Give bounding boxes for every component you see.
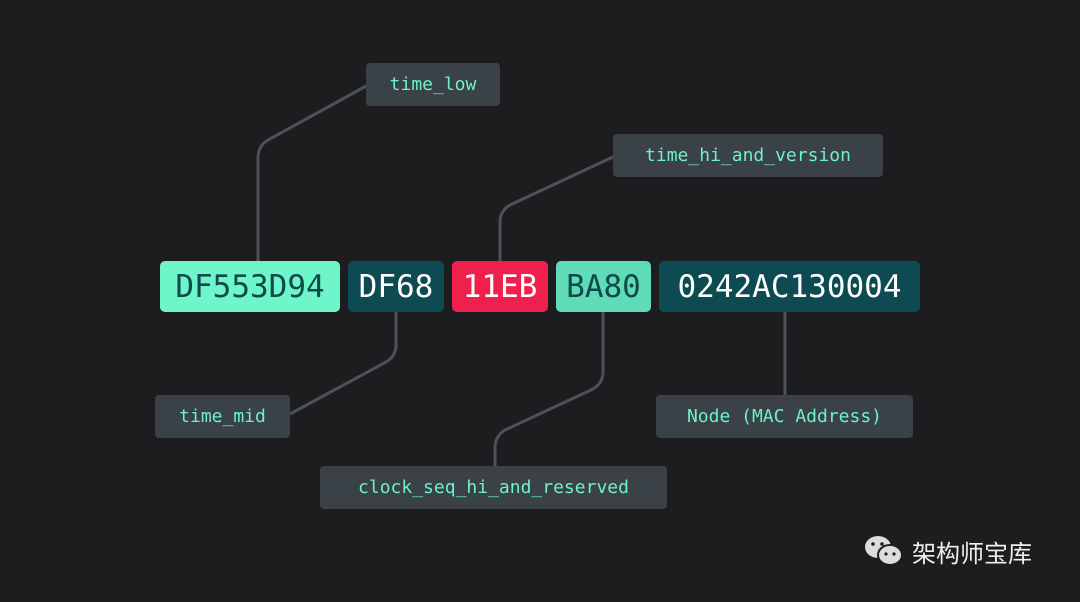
label-time-mid: time_mid [155,395,290,438]
connector-time-hi [498,154,616,261]
segment-text: DF68 [358,268,434,305]
wechat-icon [865,536,903,566]
connector-time-low [256,83,369,261]
segment-time-hi: 11EB [452,261,548,312]
label-time-low: time_low [366,63,500,106]
segment-text: 0242AC130004 [677,268,902,305]
segment-text: DF553D94 [175,268,325,305]
segment-text: 11EB [462,268,538,305]
segment-clock-seq: BA80 [556,261,651,312]
segment-time-mid: DF68 [348,261,444,312]
watermark-text: 架构师宝库 [912,539,1032,568]
segment-time-low: DF553D94 [160,261,340,312]
segment-text: BA80 [566,268,641,305]
watermark: 架构师宝库 [862,533,1032,569]
label-clock-seq: clock_seq_hi_and_reserved [320,466,667,509]
segment-node: 0242AC130004 [659,261,920,312]
connector-clock-seq [493,312,605,466]
connector-time-mid [289,312,398,416]
label-node: Node (MAC Address) [656,395,913,438]
label-time-hi-and-version: time_hi_and_version [613,134,883,177]
